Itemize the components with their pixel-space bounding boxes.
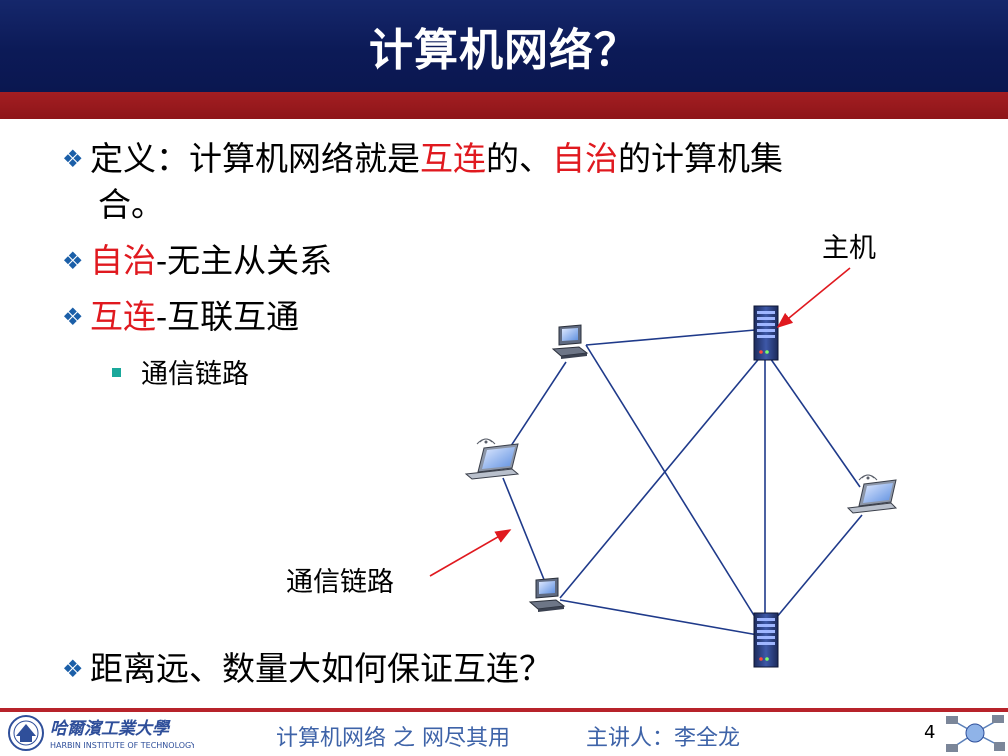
laptop-icon bbox=[464, 438, 520, 480]
link bbox=[775, 514, 863, 619]
university-logo: 哈爾濱工業大學 HARBIN INSTITUTE OF TECHNOLOGY bbox=[8, 715, 194, 751]
title-accent-band bbox=[0, 92, 1008, 119]
bullet-definition-line2: 合。 bbox=[98, 185, 164, 224]
bullet-definition: ❖定义：计算机网络就是互连的、自治的计算机集 bbox=[62, 136, 783, 182]
link bbox=[585, 329, 756, 346]
link-label: 通信链路 bbox=[286, 567, 394, 598]
diamond-bullet-icon: ❖ bbox=[62, 247, 84, 275]
bullet-question-text: 距离远、数量大如何保证互连？ bbox=[90, 649, 552, 688]
title-bar: 计算机网络？ bbox=[0, 0, 1008, 92]
host-label: 主机 bbox=[822, 233, 876, 264]
logo-chinese-name: 哈爾濱工業大學 bbox=[50, 719, 171, 739]
server-icon bbox=[753, 612, 779, 668]
link bbox=[767, 354, 861, 488]
bullet-interconnect-text: -互联互通 bbox=[156, 297, 300, 336]
sub-bullet-links-text: 通信链路 bbox=[141, 359, 249, 390]
network-globe-icon bbox=[946, 715, 1005, 752]
bullet-autonomous-highlight: 自治 bbox=[90, 241, 156, 280]
highlight-autonomous: 自治 bbox=[552, 139, 618, 178]
link bbox=[559, 354, 763, 599]
server-icon bbox=[753, 305, 779, 361]
laptop-icon bbox=[846, 474, 898, 514]
square-bullet-icon bbox=[112, 368, 121, 377]
diamond-bullet-icon: ❖ bbox=[62, 303, 84, 331]
bullet-definition-mid: 的、 bbox=[486, 139, 552, 178]
footer-lecturer: 主讲人：李全龙 bbox=[586, 726, 741, 751]
link bbox=[585, 344, 761, 626]
bullet-definition-prefix: 定义：计算机网络就是 bbox=[90, 139, 420, 178]
footer-divider bbox=[0, 708, 1008, 712]
arrow-icon bbox=[776, 267, 851, 329]
wireless-icon bbox=[858, 474, 878, 481]
link bbox=[559, 599, 759, 636]
bullet-autonomous-text: -无主从关系 bbox=[156, 241, 333, 280]
desktop-icon bbox=[528, 577, 566, 612]
bullet-interconnect-highlight: 互连 bbox=[90, 297, 156, 336]
link bbox=[504, 361, 567, 456]
highlight-interconnect: 互连 bbox=[420, 139, 486, 178]
communication-links bbox=[502, 329, 863, 636]
sub-bullet-links: 通信链路 bbox=[112, 352, 249, 391]
bullet-definition-suffix: 的计算机集 bbox=[618, 139, 783, 178]
diamond-bullet-icon: ❖ bbox=[62, 145, 84, 173]
slide-title: 计算机网络？ bbox=[369, 25, 639, 76]
diamond-bullet-icon: ❖ bbox=[62, 655, 84, 683]
bullet-interconnect: ❖互连-互联互通 bbox=[62, 294, 299, 340]
bullet-question: ❖距离远、数量大如何保证互连？ bbox=[62, 646, 552, 692]
link bbox=[502, 477, 546, 583]
arrow-icon bbox=[429, 529, 512, 577]
desktop-icon bbox=[551, 324, 589, 359]
logo-english-name: HARBIN INSTITUTE OF TECHNOLOGY bbox=[50, 741, 194, 750]
page-number: 4 bbox=[924, 722, 936, 743]
wireless-icon bbox=[476, 438, 496, 445]
footer-course-title: 计算机网络 之 网尽其用 bbox=[276, 726, 510, 751]
bullet-autonomous: ❖自治-无主从关系 bbox=[62, 238, 332, 284]
